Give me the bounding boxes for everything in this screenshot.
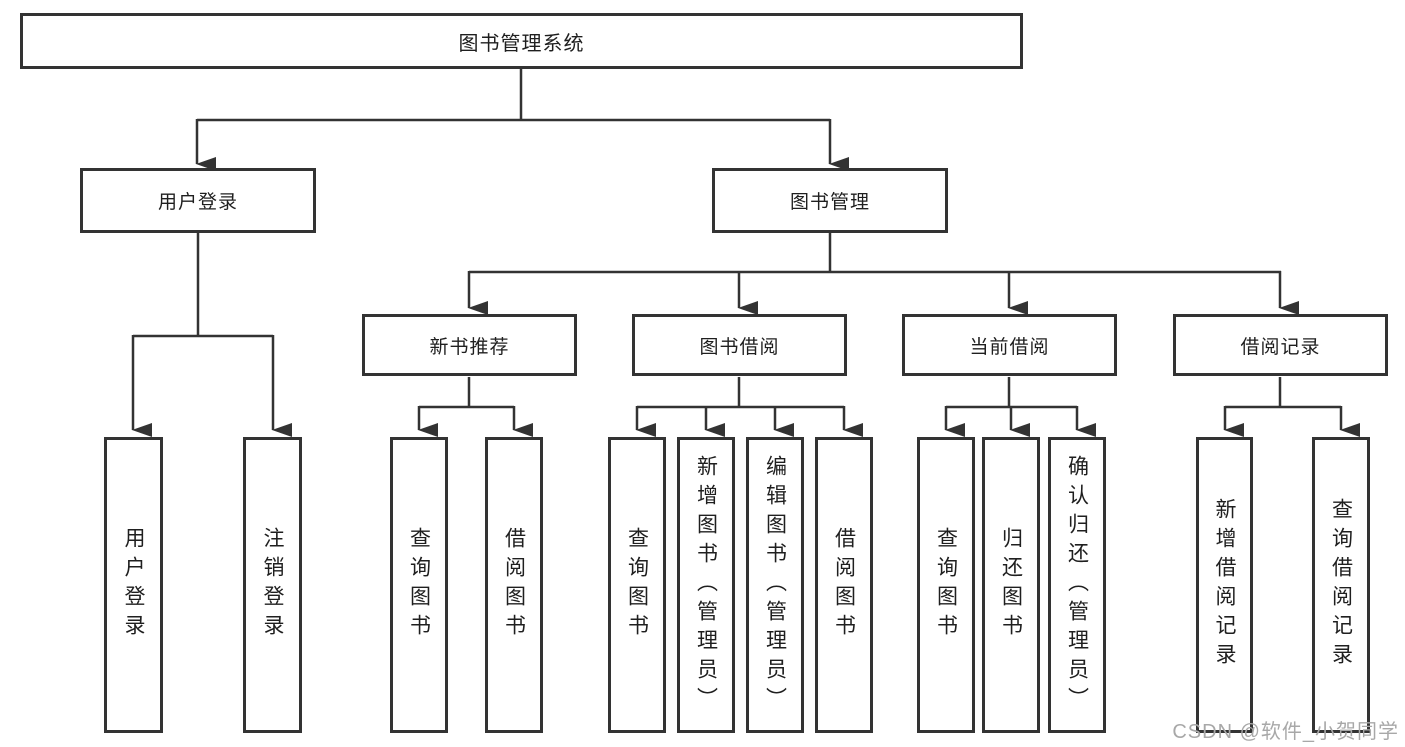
node-query-books-current: 查询图书 [917,437,975,733]
node-logout: 注销登录 [243,437,302,733]
node-label: 图书管理系统 [458,32,585,55]
node-borrowing-records: 借阅记录 [1173,314,1388,376]
node-label: 查询图书 [934,527,958,643]
node-borrow-books-leaf: 借阅图书 [815,437,873,733]
connector-current-borrowing-split [944,377,1096,437]
node-label: 归还图书 [999,527,1023,643]
node-label: 新增图书（管理员） [694,454,718,716]
node-label: 注销登录 [261,527,284,643]
node-user-login-leaf: 用户登录 [104,437,163,733]
node-label: 图书管理 [789,192,870,213]
connector-book-borrowing-split [635,377,863,437]
node-label: 确认归还（管理员） [1065,454,1089,716]
node-label: 借阅图书 [832,527,856,643]
node-label: 查询图书 [407,527,431,643]
connector-book-management-split [467,233,1299,315]
node-label: 用户登录 [157,192,238,213]
node-library-management-system: 图书管理系统 [20,13,1023,69]
node-book-borrowing: 图书借阅 [632,314,847,376]
csdn-watermark: CSDN @软件_小贺同学 [1172,721,1399,743]
node-edit-book-admin: 编辑图书（管理员） [746,437,804,733]
node-label: 新增借阅记录 [1213,498,1236,672]
node-new-book-recommend: 新书推荐 [362,314,577,376]
node-label: 查询图书 [625,527,649,643]
node-confirm-return-admin: 确认归还（管理员） [1048,437,1106,733]
node-current-borrowing: 当前借阅 [902,314,1117,376]
node-label: 新书推荐 [429,336,510,358]
node-add-book-admin: 新增图书（管理员） [677,437,735,733]
connector-new-book-recommend-split [417,377,533,437]
node-label: 编辑图书（管理员） [763,454,787,716]
node-query-books-borrowing: 查询图书 [608,437,666,733]
node-label: 用户登录 [122,527,145,643]
node-label: 查询借阅记录 [1329,498,1353,672]
connector-borrowing-records-split [1223,377,1360,437]
connector-user-login-split [131,233,292,437]
node-label: 当前借阅 [969,336,1050,358]
node-label: 借阅记录 [1240,336,1321,358]
node-query-books-recommend: 查询图书 [390,437,448,733]
node-return-books: 归还图书 [982,437,1040,733]
node-book-management: 图书管理 [712,168,948,233]
node-label: 图书借阅 [699,336,780,358]
node-user-login: 用户登录 [80,168,316,233]
node-query-borrow-record: 查询借阅记录 [1312,437,1370,733]
node-add-borrow-record: 新增借阅记录 [1196,437,1253,733]
connector-root-split [195,69,849,171]
node-label: 借阅图书 [502,527,526,643]
node-borrow-books-recommend: 借阅图书 [485,437,543,733]
